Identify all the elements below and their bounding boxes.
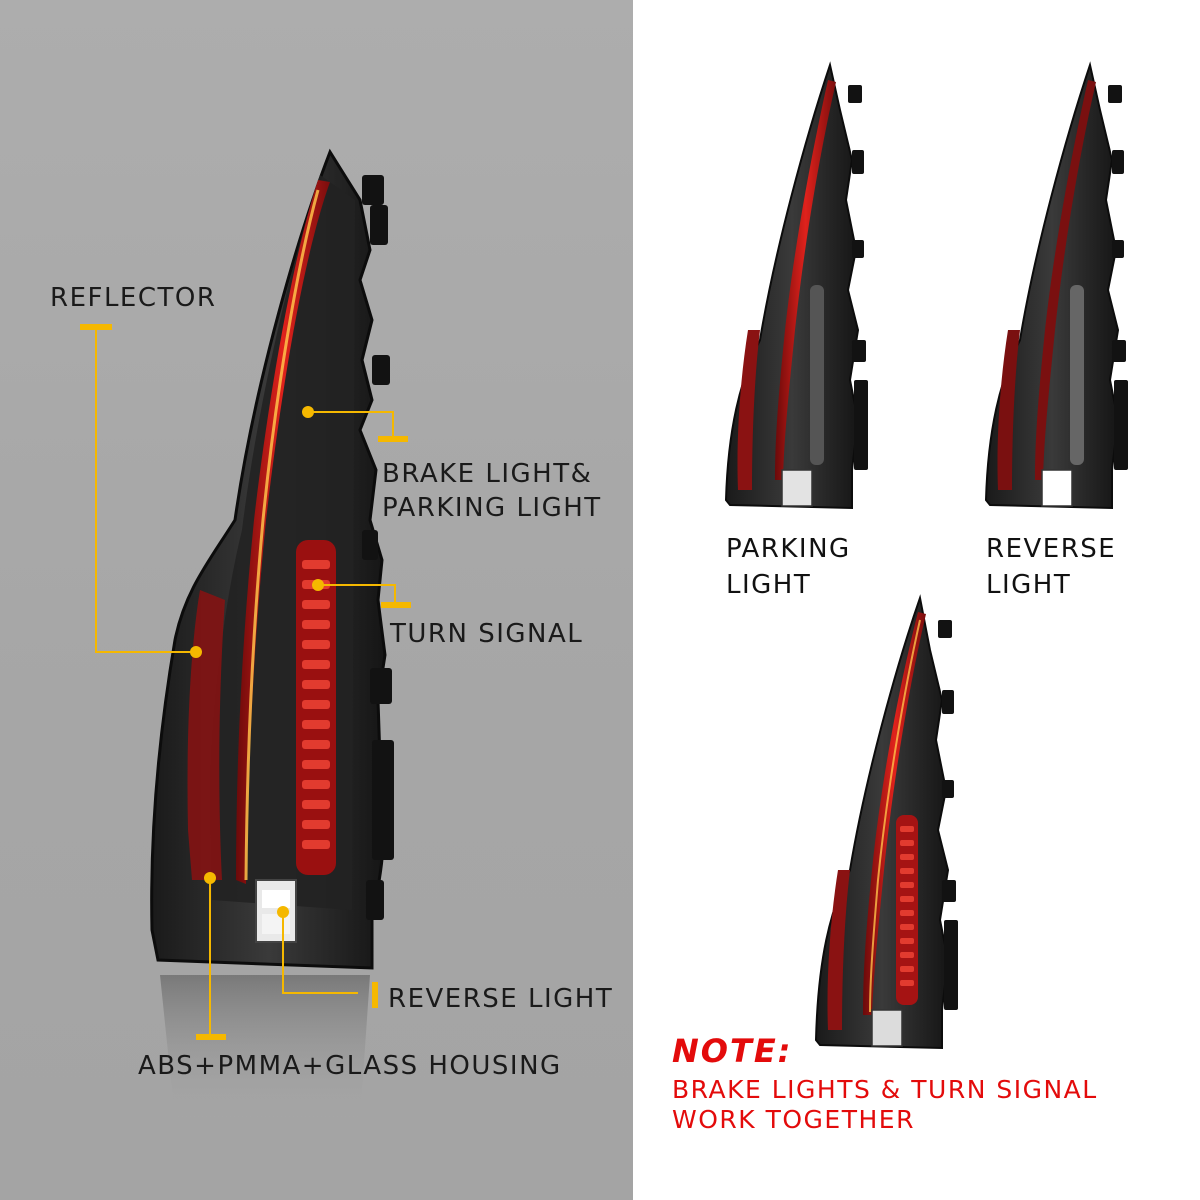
parking-light-caption-line2: LIGHT <box>726 570 812 600</box>
parking-light-illustration <box>724 61 868 510</box>
turn-signal-label: TURN SIGNAL <box>390 619 584 649</box>
reverse-light-label: REVERSE LIGHT <box>388 984 614 1014</box>
parking-light-caption-line1: PARKING <box>726 534 851 564</box>
note-line1: BRAKE LIGHTS & TURN SIGNAL <box>672 1075 1098 1104</box>
reverse-light-illustration <box>984 61 1128 510</box>
callout-markers <box>80 324 411 1040</box>
note-title: NOTE: <box>672 1032 793 1070</box>
turn-signal-leds-small <box>900 826 914 986</box>
brake-parking-label-line2: PARKING LIGHT <box>382 493 602 523</box>
brake-parking-label-line1: BRAKE LIGHT& <box>382 459 593 489</box>
brake-turn-light-illustration <box>814 594 958 1050</box>
reflector-label: REFLECTOR <box>50 283 217 313</box>
note-line2: WORK TOGETHER <box>672 1105 915 1134</box>
turn-signal-leds <box>302 560 330 849</box>
reverse-light-caption-line1: REVERSE <box>986 534 1117 564</box>
housing-label: ABS+PMMA+GLASS HOUSING <box>138 1051 562 1081</box>
reverse-light-caption-line2: LIGHT <box>986 570 1072 600</box>
main-tail-light <box>150 148 394 1120</box>
callout-lines <box>95 328 396 1036</box>
